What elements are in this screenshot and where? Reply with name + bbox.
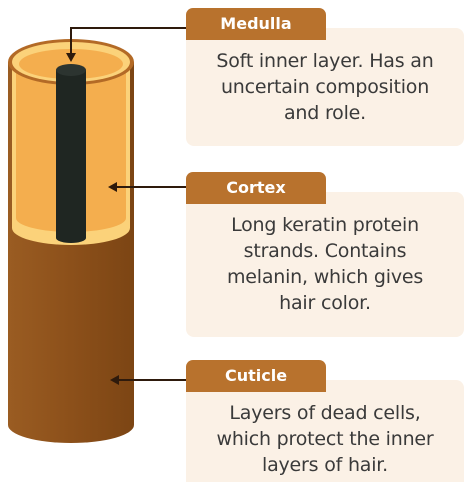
medulla-label: Medulla <box>186 8 326 40</box>
medulla-layer <box>56 70 86 243</box>
cortex-description-line: hair color. <box>192 290 458 316</box>
cortex-description-line: strands. Contains <box>192 238 458 264</box>
cuticle-description: Layers of dead cells, which protect the … <box>192 400 458 478</box>
cortex-label: Cortex <box>186 172 326 204</box>
cortex-description: Long keratin protein strands. Contains m… <box>192 212 458 316</box>
cuticle-label: Cuticle <box>186 360 326 392</box>
medulla-description-line: and role. <box>192 100 458 126</box>
cortex-card: Cortex Long keratin protein strands. Con… <box>186 192 464 337</box>
cuticle-description-line: Layers of dead cells, <box>192 400 458 426</box>
medulla-card: Medulla Soft inner layer. Has an uncerta… <box>186 28 464 146</box>
medulla-top <box>56 64 86 76</box>
cortex-description-line: Long keratin protein <box>192 212 458 238</box>
cortex-description-line: melanin, which gives <box>192 264 458 290</box>
cuticle-card: Cuticle Layers of dead cells, which prot… <box>186 380 464 482</box>
cuticle-description-line: layers of hair. <box>192 452 458 478</box>
medulla-description-line: uncertain composition <box>192 74 458 100</box>
cuticle-description-line: which protect the inner <box>192 426 458 452</box>
medulla-description-line: Soft inner layer. Has an <box>192 48 458 74</box>
medulla-description: Soft inner layer. Has an uncertain compo… <box>192 48 458 126</box>
